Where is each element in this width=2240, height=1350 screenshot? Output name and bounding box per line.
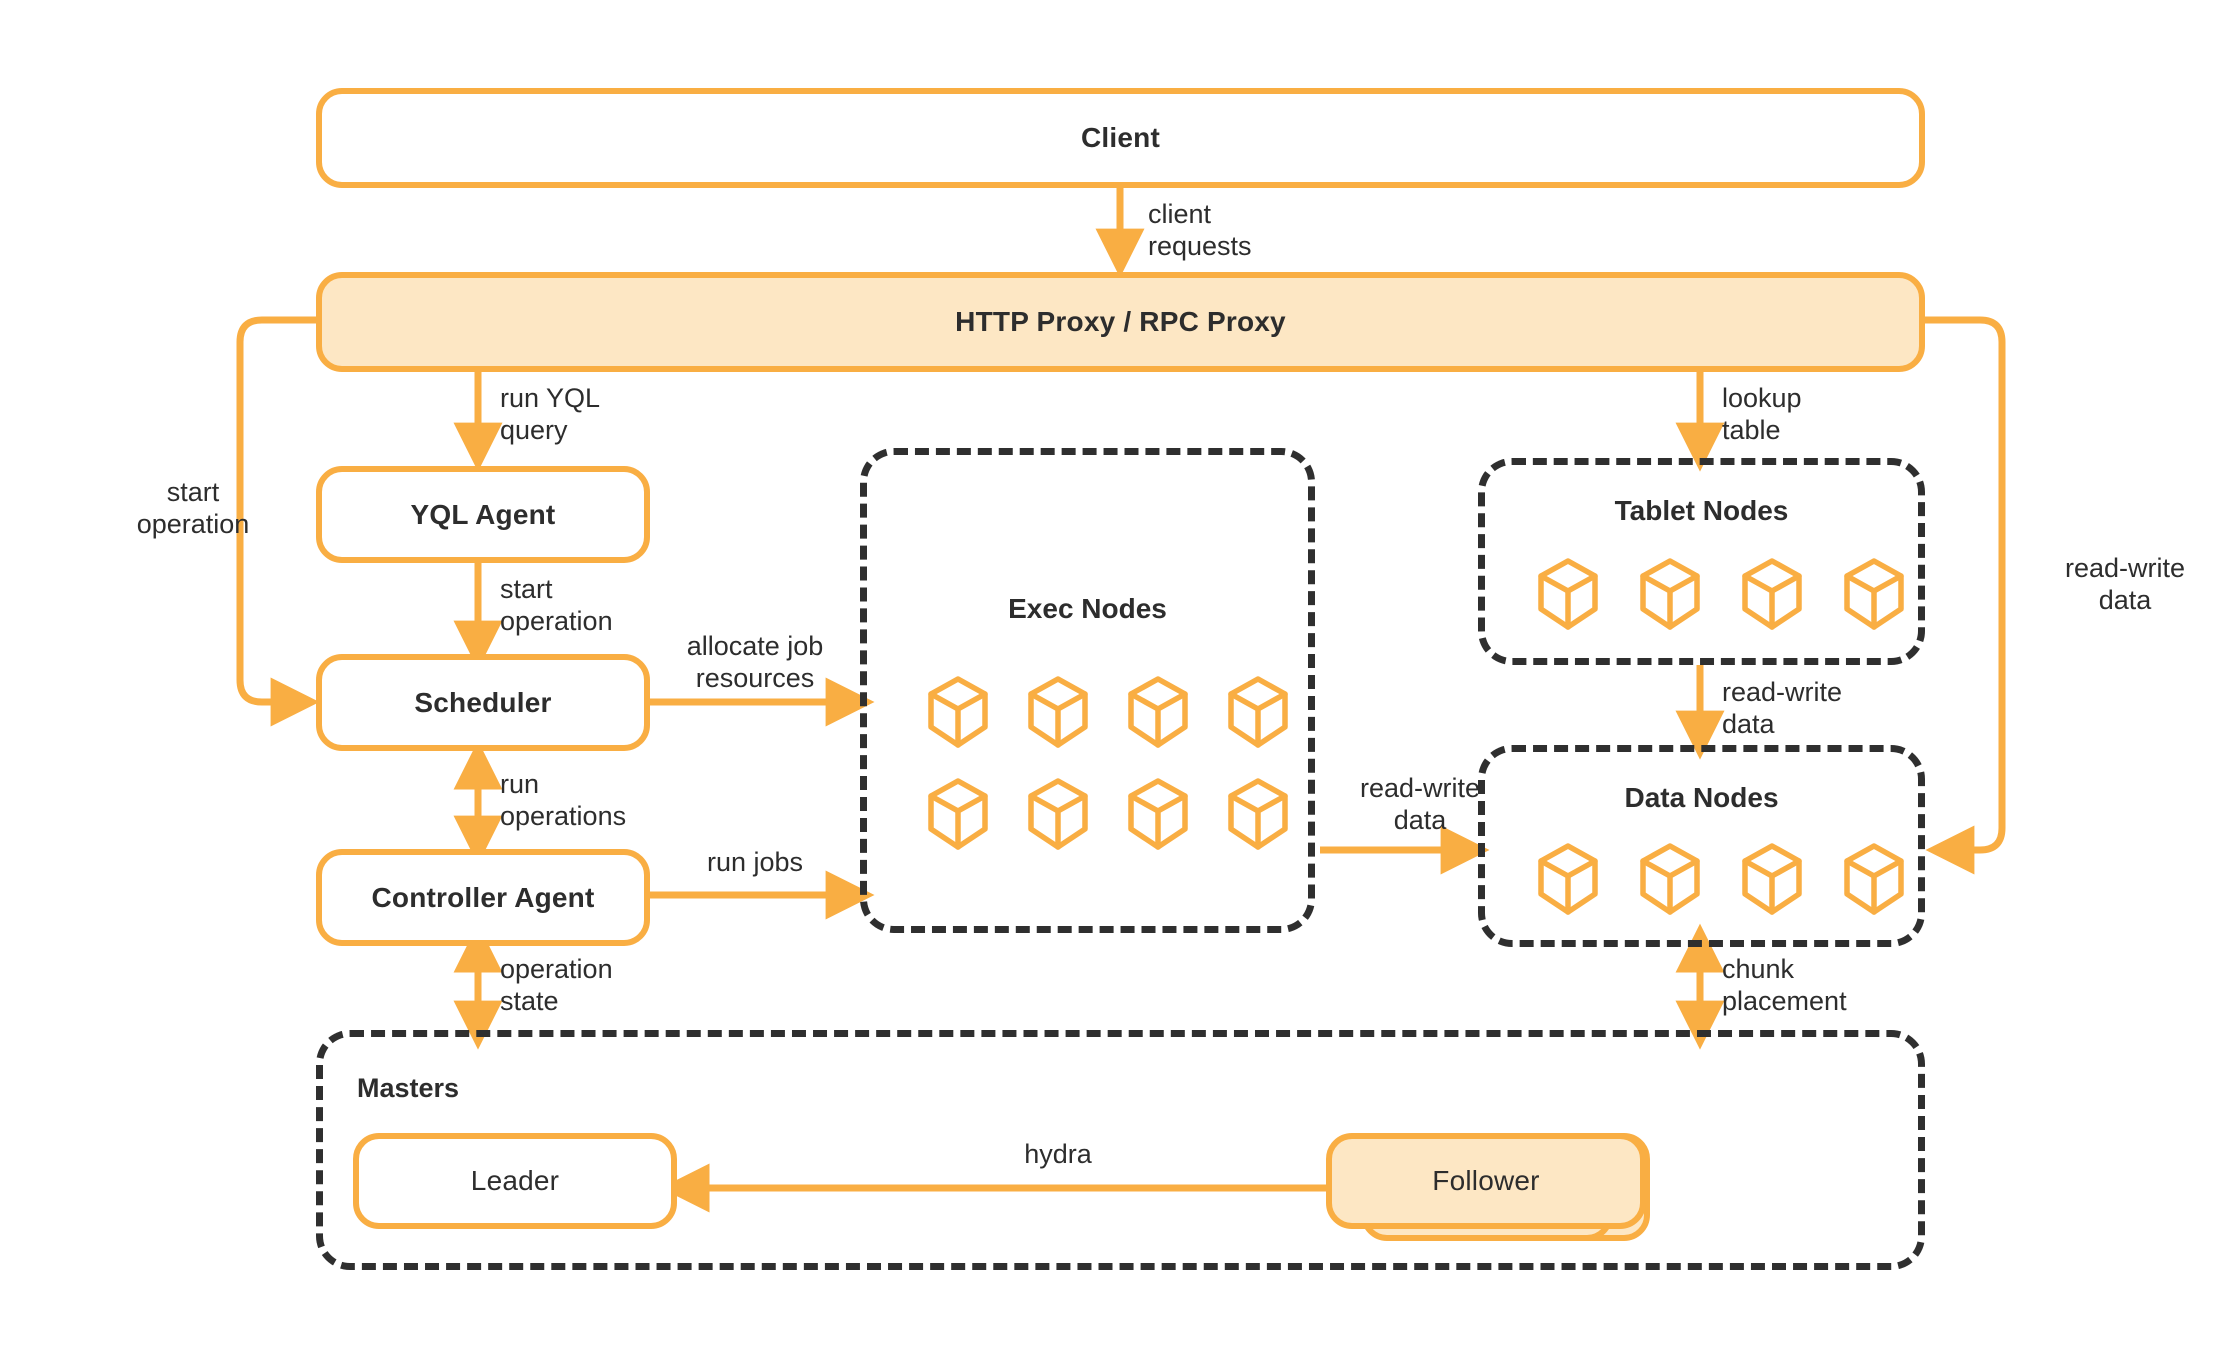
cube-icon — [1225, 675, 1291, 749]
edge-label-hydra: hydra — [1024, 1139, 1092, 1169]
edge-label-exec-read-write-data: read-write data — [1359, 773, 1481, 836]
group-exec-nodes: Exec Nodes — [860, 448, 1315, 933]
group-masters: Masters Leader Follower — [316, 1030, 1925, 1270]
cube-icon — [1637, 842, 1703, 916]
group-exec-nodes-title: Exec Nodes — [1008, 593, 1167, 624]
node-scheduler[interactable]: Scheduler — [316, 654, 650, 751]
cube-icon — [1025, 777, 1091, 851]
cube-icon — [925, 675, 991, 749]
group-data-nodes: Data Nodes — [1478, 745, 1925, 947]
node-http-rpc-proxy[interactable]: HTTP Proxy / RPC Proxy — [316, 272, 1925, 372]
edge-label-run-operations: run operations — [500, 769, 627, 832]
node-leader-label: Leader — [470, 1165, 560, 1196]
group-tablet-nodes-title: Tablet Nodes — [1614, 495, 1789, 526]
node-client-label: Client — [1081, 122, 1160, 153]
edge-label-client-requests: client requests — [1148, 199, 1252, 262]
edge-label-lookup-table: lookup table — [1722, 383, 1802, 446]
edge-label-run-yql-query: run YQL query — [500, 383, 601, 446]
cube-icon — [1841, 842, 1907, 916]
cube-icon — [1125, 777, 1191, 851]
cube-icon — [1637, 557, 1703, 631]
node-follower-label: Follower — [1432, 1165, 1540, 1196]
edge-label-tablet-read-write-data: read-write data — [1722, 677, 1843, 740]
node-leader[interactable]: Leader — [353, 1133, 677, 1229]
node-controller-agent-label: Controller Agent — [371, 881, 595, 913]
edge-label-chunk-placement: chunk placement — [1722, 954, 1847, 1017]
node-client[interactable]: Client — [316, 88, 1925, 188]
edge-label-proxy-read-write-data: read-write data — [2064, 553, 2186, 616]
cube-icon — [1841, 557, 1907, 631]
cube-icon — [1739, 557, 1805, 631]
cube-icon — [1125, 675, 1191, 749]
edge-label-yql-start-operation: start operation — [500, 574, 613, 637]
node-scheduler-label: Scheduler — [414, 686, 552, 718]
node-yql-agent[interactable]: YQL Agent — [316, 466, 650, 563]
cube-icon — [1225, 777, 1291, 851]
edge-label-allocate-job-resources: allocate job resources — [686, 631, 824, 694]
node-proxy-label: HTTP Proxy / RPC Proxy — [955, 306, 1286, 337]
group-masters-title: Masters — [357, 1073, 460, 1103]
cube-icon — [925, 777, 991, 851]
group-tablet-nodes: Tablet Nodes — [1478, 458, 1925, 665]
edge-label-operation-state: operation state — [500, 954, 613, 1017]
cube-icon — [1535, 842, 1601, 916]
group-data-nodes-title: Data Nodes — [1624, 782, 1779, 813]
cube-icon — [1025, 675, 1091, 749]
node-controller-agent[interactable]: Controller Agent — [316, 849, 650, 946]
edge-label-proxy-start-operation: start operation — [136, 477, 250, 540]
node-follower[interactable]: Follower — [1326, 1133, 1646, 1229]
edge-label-run-jobs: run jobs — [706, 847, 804, 877]
cube-icon — [1739, 842, 1805, 916]
node-yql-agent-label: YQL Agent — [410, 498, 556, 530]
cube-icon — [1535, 557, 1601, 631]
